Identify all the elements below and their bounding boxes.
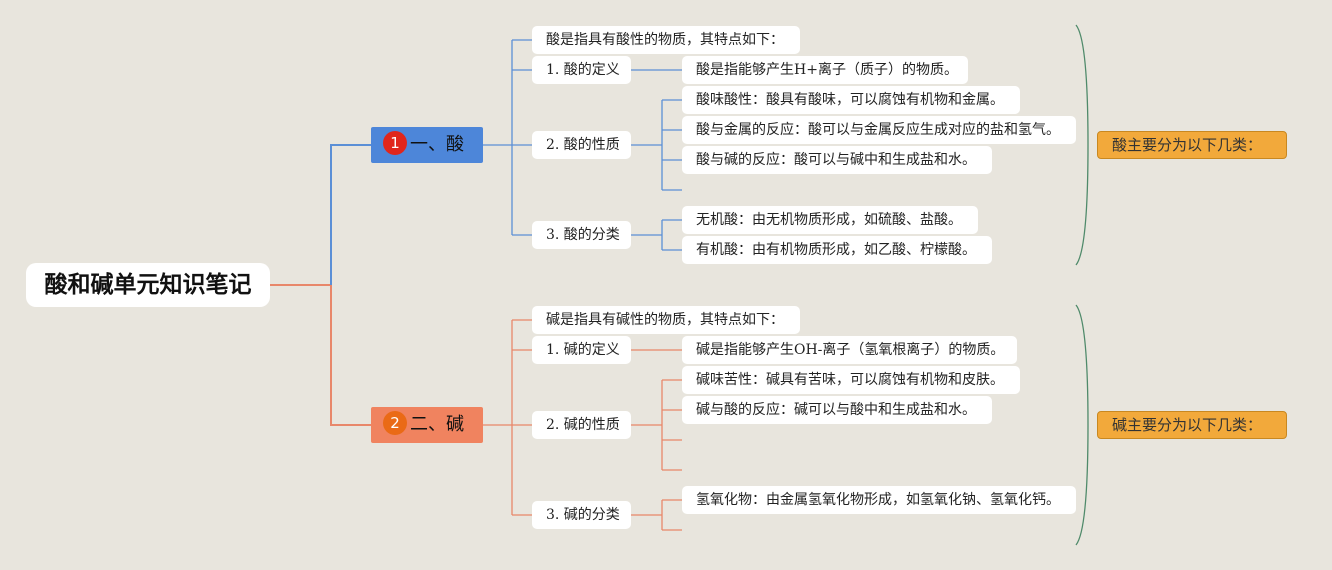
base-property-item[interactable]: 碱味苦性：碱具有苦味，可以腐蚀有机物和皮肤。 xyxy=(682,366,1020,394)
acid-property-item[interactable]: 酸与金属的反应：酸可以与金属反应生成对应的盐和氢气。 xyxy=(682,116,1076,144)
base-summary-brace xyxy=(1075,304,1089,546)
base-root-connector xyxy=(330,285,371,426)
acid-definition-detail[interactable]: 酸是指能够产生H+离子（质子）的物质。 xyxy=(682,56,968,84)
base-connectors xyxy=(482,319,682,531)
base-property-item[interactable]: 碱与酸的反应：碱可以与酸中和生成盐和水。 xyxy=(682,396,992,424)
acid-class-item[interactable]: 有机酸：由有机物质形成，如乙酸、柠檬酸。 xyxy=(682,236,992,264)
acid-property-item[interactable]: 酸与碱的反应：酸可以与碱中和生成盐和水。 xyxy=(682,146,992,174)
base-class-item[interactable]: 氢氧化物：由金属氢氧化物形成，如氢氧化钠、氢氧化钙。 xyxy=(682,486,1076,514)
branch-base-label: 二、碱 xyxy=(410,414,464,435)
acid-properties[interactable]: 2. 酸的性质 xyxy=(532,131,631,159)
acid-class-item[interactable]: 无机酸：由无机物质形成，如硫酸、盐酸。 xyxy=(682,206,978,234)
branch-acid-label: 一、酸 xyxy=(410,134,464,155)
base-definition-detail[interactable]: 碱是指能够产生OH-离子（氢氧根离子）的物质。 xyxy=(682,336,1017,364)
acid-summary-brace xyxy=(1075,24,1089,266)
acid-connectors xyxy=(482,39,682,251)
base-classification[interactable]: 3. 碱的分类 xyxy=(532,501,631,529)
acid-property-item[interactable]: 酸味酸性：酸具有酸味，可以腐蚀有机物和金属。 xyxy=(682,86,1020,114)
acid-summary[interactable]: 酸主要分为以下几类： xyxy=(1097,131,1287,159)
acid-intro[interactable]: 酸是指具有酸性的物质，其特点如下： xyxy=(532,26,800,54)
root-topic[interactable]: 酸和碱单元知识笔记 xyxy=(26,263,270,307)
badge-one: 1 xyxy=(383,131,407,155)
acid-definition[interactable]: 1. 酸的定义 xyxy=(532,56,631,84)
base-definition[interactable]: 1. 碱的定义 xyxy=(532,336,631,364)
acid-classification[interactable]: 3. 酸的分类 xyxy=(532,221,631,249)
badge-two: 2 xyxy=(383,411,407,435)
base-summary[interactable]: 碱主要分为以下几类： xyxy=(1097,411,1287,439)
base-properties[interactable]: 2. 碱的性质 xyxy=(532,411,631,439)
base-intro[interactable]: 碱是指具有碱性的物质，其特点如下： xyxy=(532,306,800,334)
acid-root-connector xyxy=(330,144,371,285)
